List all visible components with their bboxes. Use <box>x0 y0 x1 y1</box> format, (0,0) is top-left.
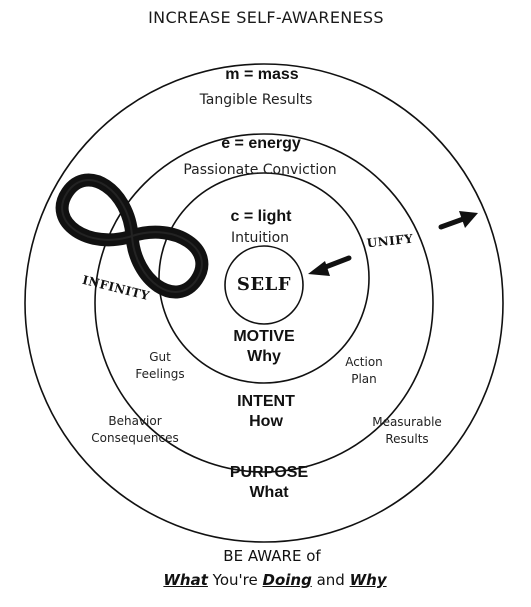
purpose-title: PURPOSE <box>229 464 309 481</box>
measurable-line-2: Results <box>385 432 429 446</box>
behavior-line-2: Consequences <box>91 431 179 445</box>
middle-ring-label: e = energy <box>221 135 301 152</box>
arrow-right-icon <box>438 211 478 230</box>
gut-feelings-note: Gut Feelings <box>135 349 184 383</box>
intent-item: INTENT How <box>237 392 295 432</box>
middle-ring-sublabel: Passionate Conviction <box>183 162 337 178</box>
footer-what: What <box>163 571 208 589</box>
inner-ring-label: c = light <box>230 208 292 225</box>
motive-title: MOTIVE <box>233 328 295 345</box>
infinity-icon <box>55 173 209 299</box>
self-circle <box>224 245 304 325</box>
behavior-consequences-note: Behavior Consequences <box>91 413 178 447</box>
outer-ring-label: m = mass <box>225 66 299 83</box>
diagram-title: INCREASE SELF-AWARENESS <box>148 8 384 27</box>
inner-ring <box>158 172 370 384</box>
outer-ring-sublabel: Tangible Results <box>199 92 313 108</box>
gut-feelings-line-1: Gut <box>149 350 171 364</box>
gut-feelings-line-2: Feelings <box>135 367 185 381</box>
measurable-results-note: Measurable Results <box>372 414 442 448</box>
action-plan-note: Action Plan <box>345 354 383 388</box>
intent-title: INTENT <box>237 393 295 410</box>
self-label: SELF <box>236 274 292 295</box>
footer-why: Why <box>349 571 387 589</box>
action-plan-line-1: Action <box>345 355 383 369</box>
footer-line-2: What You're Doing and Why <box>163 571 386 589</box>
motive-item: MOTIVE Why <box>233 327 294 367</box>
purpose-item: PURPOSE What <box>230 463 308 503</box>
arrow-left-icon <box>308 255 352 276</box>
footer-doing: Doing <box>262 571 312 589</box>
measurable-line-1: Measurable <box>372 415 442 429</box>
footer-line-1: BE AWARE of <box>223 547 321 565</box>
inner-ring-sublabel: Intuition <box>230 230 290 246</box>
footer-youre: You're <box>207 571 263 589</box>
outer-ring <box>24 63 504 543</box>
motive-subtitle: Why <box>247 348 281 365</box>
purpose-subtitle: What <box>249 484 289 501</box>
action-plan-line-2: Plan <box>351 372 377 386</box>
behavior-line-1: Behavior <box>108 414 162 428</box>
middle-ring <box>94 133 434 473</box>
intent-subtitle: How <box>249 413 283 430</box>
footer-and: and <box>311 571 350 589</box>
